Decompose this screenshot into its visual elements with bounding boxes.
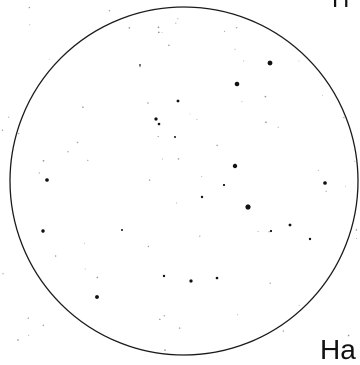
speckle [84,243,85,244]
star-13 [41,229,44,232]
speckle [82,106,84,108]
speckle [28,318,29,319]
cropped-label-top-right: H [332,0,349,12]
speckle [159,319,161,321]
speckle [158,32,160,34]
star-5 [158,123,161,126]
speckle [96,277,98,279]
speckle [216,145,218,147]
speckle [162,158,163,159]
speckle [176,203,177,204]
speckle [77,142,78,143]
speckle [265,121,267,123]
speckle [190,114,191,115]
speckle [234,49,235,50]
cropped-label-bottom-right: Ha [320,336,356,364]
speckle [179,327,180,328]
star-2 [235,82,240,87]
speckle [243,61,244,62]
star-10 [201,196,203,198]
speckle [196,119,197,120]
speckle [28,335,29,336]
speckle [224,31,225,32]
speckle [2,273,3,274]
speckle [345,186,346,187]
speckle [129,27,131,29]
star-17 [216,277,219,280]
star-1 [268,61,273,66]
star-6 [233,164,237,168]
speckle [55,255,57,257]
star-3 [177,100,180,103]
star-4 [154,117,157,120]
speckle [354,161,355,162]
speckle [326,191,327,192]
speckle [49,59,50,60]
speckle [236,27,237,28]
speckle [67,151,68,152]
star-14 [309,238,311,240]
speckle [237,314,238,315]
speckle [268,231,269,232]
speckle [39,172,40,173]
speckle [201,176,202,177]
speckle [241,101,242,102]
speckle [85,269,86,270]
speckle [8,117,9,118]
speckle [318,170,319,171]
star-21 [121,229,123,231]
speckle [177,18,178,19]
star-19 [163,275,165,277]
speckle [147,102,149,104]
star-8 [45,178,49,182]
speckle [265,96,267,98]
speckle [2,130,3,131]
speckle [43,160,45,162]
speckle [139,66,140,67]
speckle [299,305,300,306]
speckle [178,158,180,160]
speckle [278,127,279,128]
speckle [29,24,30,25]
speckle [18,133,19,134]
speckle [87,160,88,161]
star-11 [223,184,225,186]
speckle [283,330,284,331]
speckle [17,339,19,341]
star-18 [95,295,99,299]
star-15 [270,230,272,232]
speckle [29,7,30,8]
speckle [148,246,149,247]
speckle [299,61,300,62]
field-of-view-circle [10,7,358,355]
star-7 [323,181,327,185]
speckle [270,283,271,284]
star-9 [245,204,250,209]
speckle [164,315,165,316]
speckle [199,236,200,237]
star-16 [189,279,192,282]
star-22 [139,64,141,66]
speckle [258,231,259,232]
stars-group [41,61,327,299]
speckle [43,325,44,326]
speckle [164,349,166,351]
speckle [322,95,323,96]
background-speckles [2,7,357,351]
star-20 [174,136,176,138]
speckle [158,26,160,28]
speckle [158,136,159,137]
speckle [162,32,163,33]
speckle [168,45,170,47]
speckle [149,179,151,181]
speckle [356,229,358,231]
speckle [175,23,176,24]
speckle [356,238,357,239]
speckle [109,10,110,11]
star-12 [289,224,292,227]
speckle [343,117,344,118]
